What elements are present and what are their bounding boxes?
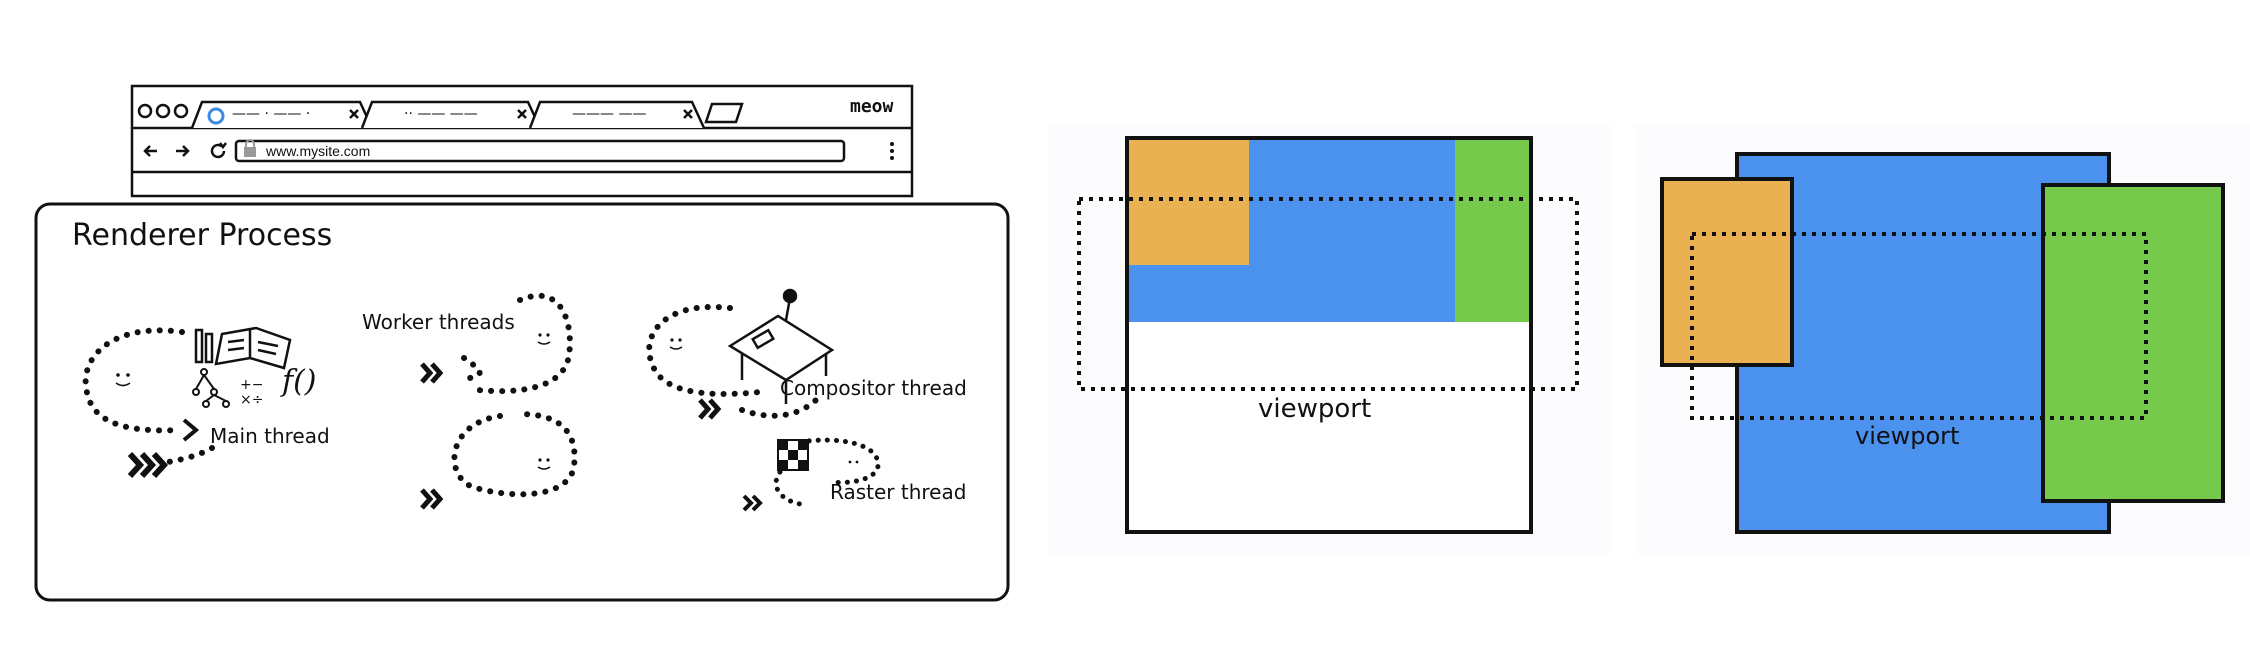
page-outline-top	[1125, 136, 1533, 534]
viewport-diagram-b: viewport	[1635, 124, 2250, 554]
tab-label: ——— ——	[572, 106, 647, 122]
new-tab-button[interactable]	[704, 102, 744, 124]
renderer-process-title: Renderer Process	[72, 218, 333, 253]
main-thread-loop	[82, 327, 215, 465]
chevron-arrows-icon	[127, 451, 169, 479]
viewport-diagram-a-drawing	[1077, 136, 1579, 534]
worker-thread-loop	[451, 411, 578, 498]
url-text[interactable]: www.mysite.com	[266, 143, 371, 159]
arrow-icon	[182, 418, 200, 442]
raster-thread-label: Raster thread	[830, 480, 967, 504]
math-glyph: +− ×÷	[240, 377, 264, 408]
menu-icon[interactable]	[890, 142, 894, 160]
orange-layer	[1660, 177, 1794, 367]
face-smile	[115, 382, 131, 387]
main-thread-label: Main thread	[210, 424, 330, 448]
viewport-label: viewport	[1855, 422, 1960, 450]
chevron-arrows-icon	[420, 362, 444, 384]
viewport-frame	[1690, 232, 2148, 420]
renderer-process-box	[34, 202, 1010, 602]
tab-3[interactable]	[528, 100, 706, 129]
renderer-process-illustration: meow —— · —— · ·· —— —— ——— —— www.mysit…	[0, 0, 1040, 648]
face-icon	[538, 333, 550, 337]
close-icon[interactable]	[349, 109, 359, 119]
address-bar[interactable]	[234, 139, 846, 163]
green-layer	[1455, 140, 1529, 322]
back-arrow-icon[interactable]	[143, 145, 157, 157]
function-glyph: f()	[282, 364, 317, 399]
tab-label: ·· —— ——	[404, 106, 478, 122]
face-icon	[538, 458, 550, 462]
close-icon[interactable]	[517, 109, 527, 119]
compositor-thread-label: Compositor thread	[780, 376, 967, 400]
face-smile	[669, 346, 683, 350]
viewport-diagram-a: viewport	[1048, 124, 1611, 554]
book-and-pencils-icon	[194, 326, 292, 370]
worker-thread-loop	[461, 292, 573, 395]
compositor-thread-loop	[646, 303, 823, 419]
forward-arrow-icon[interactable]	[176, 145, 190, 157]
viewport-label: viewport	[1258, 394, 1372, 424]
chevron-arrows-icon	[698, 398, 722, 420]
face-icon	[670, 338, 682, 342]
reload-icon[interactable]	[210, 142, 227, 159]
close-icon[interactable]	[683, 109, 693, 119]
viewport-frame	[1077, 197, 1579, 391]
face-smile	[537, 341, 551, 345]
window-controls-icon[interactable]	[137, 103, 189, 119]
pixel-grid-icon	[777, 439, 809, 471]
chevron-arrows-icon	[742, 494, 763, 512]
chevron-arrows-icon	[420, 488, 444, 510]
desk-icon	[727, 288, 835, 404]
green-layer	[2041, 183, 2225, 503]
viewport-diagram-b-drawing	[1660, 152, 2225, 534]
loading-spinner-icon	[207, 107, 225, 125]
face-smile	[537, 466, 551, 470]
tree-graph-icon	[192, 368, 230, 408]
lock-icon	[244, 139, 256, 157]
face-icon	[116, 373, 130, 377]
renderer-process-drawing	[34, 84, 1010, 602]
worker-threads-label: Worker threads	[362, 310, 515, 334]
browser-brand: meow	[850, 96, 894, 117]
orange-layer	[1129, 140, 1249, 265]
face-icon	[848, 460, 859, 464]
tab-label: —— · —— ·	[232, 106, 311, 122]
